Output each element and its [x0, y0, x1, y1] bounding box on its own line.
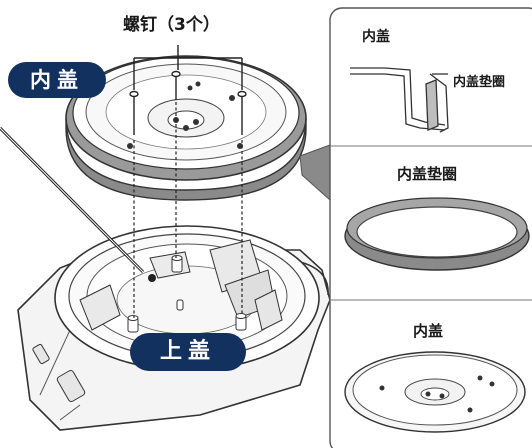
pointer-line — [0, 126, 145, 274]
screw-callout — [133, 45, 243, 90]
detail-gasket-pointer-label: 内盖垫圈 — [453, 75, 506, 90]
inner-lid-plate-illustration — [344, 351, 526, 433]
detail-inner-lid-label: 内盖 — [362, 29, 390, 45]
upper-lid-illustration — [17, 225, 331, 431]
gasket-illustration — [344, 197, 530, 271]
detail-connector — [299, 144, 331, 202]
cross-section-illustration — [350, 67, 449, 133]
upper-lid-badge: 上盖 — [130, 333, 246, 371]
screws-label: 螺钉（3个） — [123, 15, 220, 35]
gasket-title: 内盖垫圈 — [397, 165, 458, 183]
guide-lines — [133, 102, 243, 318]
inner-lid-title: 内盖 — [413, 322, 444, 340]
inner-lid-badge: 内盖 — [8, 62, 106, 98]
